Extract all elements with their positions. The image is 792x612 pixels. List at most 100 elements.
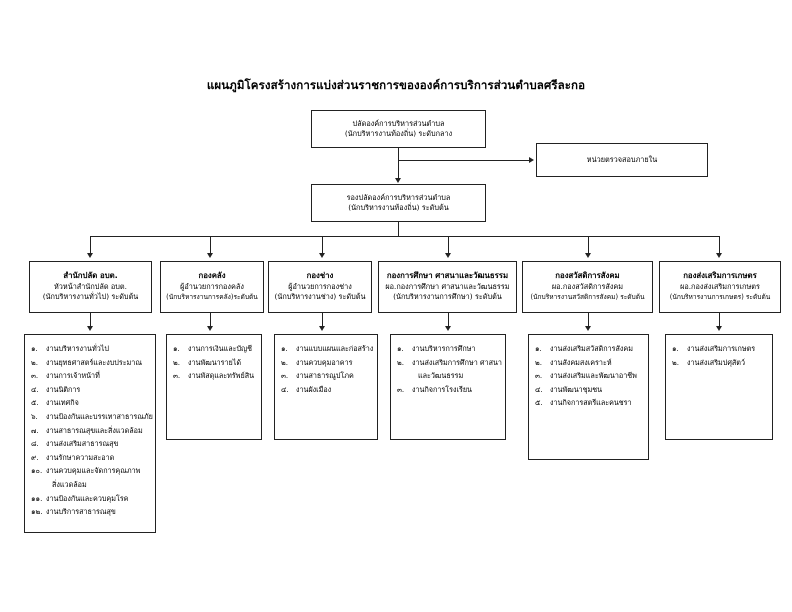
list-item-number: ๓.: [173, 371, 181, 381]
connector-bus-to-division-1: [90, 236, 91, 253]
connector-clerk-to-audit: [398, 160, 529, 161]
division-name: กองคลัง: [198, 271, 226, 281]
list-item-label: งานนิติการ: [46, 384, 81, 394]
node-clerk-line2: (นักบริหารงานท้องถิ่น) ระดับกลาง: [344, 129, 453, 138]
list-item-number: ๕.: [31, 398, 39, 408]
connector-division-1-to-tasks: [90, 313, 91, 326]
arrow-division-2: [206, 253, 213, 258]
connector-bus-to-division-3: [322, 236, 323, 253]
arrow-division-1: [86, 253, 93, 258]
list-item: ๓. งานการเจ้าหน้าที่: [31, 369, 150, 383]
division-name: สำนักปลัด อบต.: [63, 271, 118, 281]
list-item-label: งานส่งเสริมและพัฒนาอาชีพ: [550, 371, 637, 381]
list-item-label: งานบริหารการศึกษา: [412, 344, 476, 353]
list-item-continuation: สิ่งแวดล้อม: [52, 479, 87, 489]
node-deputy-clerk-line1: รองปลัดองค์การบริหารส่วนตำบล: [346, 192, 451, 202]
list-item-continuation: และวัฒนธรรม: [418, 371, 464, 381]
list-item: ๔. งานนิติการ: [31, 383, 150, 397]
connector-division-2-to-tasks: [210, 313, 211, 326]
list-item-number: ๑.: [173, 344, 180, 353]
list-item-label: งานบริการสาธารณสุข: [46, 507, 116, 517]
connector-division-5-to-tasks: [588, 313, 589, 326]
task-list-samnakpalat: ๑.งานบริหารงานทั่วไป ๒.งานยุทธศาสตร์และง…: [24, 334, 156, 533]
list-item: ๘. งานส่งเสริมสาธารณสุข: [31, 437, 150, 451]
arrow-tasks-5: [584, 326, 591, 331]
arrow-tasks-1: [86, 326, 93, 331]
arrow-division-5: [584, 253, 591, 258]
list-item-label: งานรักษาความสะอาด: [46, 452, 115, 462]
list-item-number: ๘.: [31, 439, 39, 449]
list-item-number: ๑๒.: [31, 507, 43, 517]
list-item: ๓.งานพัสดุและทรัพย์สิน: [173, 369, 256, 383]
list-item: ๑. งานการเงินและบัญชี: [173, 342, 256, 356]
node-clerk: ปลัดองค์การบริหารส่วนตำบล (นักบริหารงานท…: [311, 110, 486, 148]
list-item: ๓.งานสาธารณูปโภค: [281, 369, 372, 383]
list-item-number: ๒.: [173, 357, 181, 367]
list-item-number: ๓.: [31, 371, 39, 381]
list-item-number: ๖.: [31, 411, 38, 421]
list-item-label: งานการเจ้าหน้าที่: [46, 371, 100, 381]
connector-bus-to-division-4: [448, 236, 449, 253]
list-item-number: ๑.: [31, 344, 38, 353]
arrow-division-6: [715, 253, 722, 258]
list-item-label: งานพัฒนารายได้: [188, 357, 242, 367]
list-item-number: ๑.: [281, 344, 288, 353]
division-name: กองช่าง: [306, 271, 334, 281]
list-item: ๓.งานกิจการโรงเรียน: [397, 383, 500, 397]
list-item: ๒.งานส่งเสริมปศุสัตว์: [672, 356, 767, 370]
list-item: ๑๐.งานควบคุมและจัดการคุณภาพ: [31, 464, 150, 478]
list-item-number: ๑๑.: [31, 493, 43, 503]
list-item-number: ๓.: [281, 371, 289, 381]
list-item-number: ๑.: [535, 344, 542, 353]
list-item: ๕.งานเทศกิจ: [31, 396, 150, 410]
list-item-label: งานกิจการสตรีและคนชรา: [550, 398, 632, 408]
node-clerk-line1: ปลัดองค์การบริหารส่วนตำบล: [352, 118, 445, 128]
division-header-kongsongsermkaset: กองส่งเสริมการเกษตร ผอ.กองส่งเสริมการเกษ…: [659, 261, 781, 313]
list-item-label: งานแบบแผนและก่อสร้าง: [296, 344, 374, 353]
list-item: ๒. งานพัฒนารายได้: [173, 356, 256, 370]
division-header-kongklang: กองคลัง ผู้อำนวยการกองคลัง (นักบริหารงาน…: [160, 261, 264, 313]
division-head: ผู้อำนวยการกองช่าง: [288, 281, 352, 291]
list-item-number: ๒.: [535, 357, 543, 367]
division-rank: (นักบริหารงานการเกษตร) ระดับต้น: [669, 293, 771, 302]
list-item: ๖.งานป้องกันและบรรเทาสาธารณภัย: [31, 410, 153, 424]
list-item-label: งานควบคุมอาคาร: [296, 357, 353, 367]
list-item-label: งานการเงินและบัญชี: [188, 344, 253, 353]
list-item-number: ๔.: [31, 384, 39, 394]
division-head: หัวหน้าสำนักปลัด อบต.: [54, 281, 127, 291]
connector-bus-to-division-2: [210, 236, 211, 253]
task-list-kongklang: ๑. งานการเงินและบัญชี ๒. งานพัฒนารายได้ ๓.…: [166, 334, 262, 440]
list-item: ๕.งานกิจการสตรีและคนชรา: [535, 396, 643, 410]
connector-division-3-to-tasks: [322, 313, 323, 326]
node-internal-audit-label: หน่วยตรวจสอบภายใน: [586, 154, 658, 164]
list-item: ๑. งานส่งเสริมสวัสดิการสังคม: [535, 342, 643, 356]
node-internal-audit: หน่วยตรวจสอบภายใน: [536, 143, 708, 177]
task-list-kongsongsermkaset: ๑. งานส่งเสริมการเกษตร ๒.งานส่งเสริมปศุสั…: [665, 334, 773, 440]
arrow-division-3: [318, 253, 325, 258]
arrow-clerk-to-audit: [529, 156, 534, 163]
list-item: ๑. งานส่งเสริมการเกษตร: [672, 342, 767, 356]
list-item-label: งานส่งเสริมปศุสัตว์: [687, 357, 746, 367]
list-item: ๒.งานส่งเสริมการศึกษา ศาสนา: [397, 356, 502, 370]
list-item: ๗.งานสาธารณสุขและสิ่งแวดล้อม: [31, 424, 150, 438]
list-item: ๔.งานผังเมือง: [281, 383, 372, 397]
list-item-label: งานส่งเสริมการเกษตร: [687, 344, 756, 353]
list-item-label: งานบริหารงานทั่วไป: [46, 344, 109, 353]
list-item-label: งานสังคมสงเคราะห์: [550, 357, 612, 367]
division-header-kongkansuksa: กองการศึกษา ศาสนาและวัฒนธรรม ผอ.กองการศึ…: [378, 261, 517, 313]
list-item: ๑.งานบริหารการศึกษา: [397, 342, 500, 356]
list-item-label: งานส่งเสริมสวัสดิการสังคม: [550, 344, 633, 353]
arrow-tasks-4: [444, 326, 451, 331]
list-item-label: งานส่งเสริมสาธารณสุข: [46, 439, 119, 449]
list-item-number: ๗.: [31, 425, 39, 435]
division-head: ผู้อำนวยการกองคลัง: [180, 281, 244, 291]
arrow-tasks-2: [206, 326, 213, 331]
connector-division-4-to-tasks: [448, 313, 449, 326]
list-item-label: งานผังเมือง: [296, 384, 332, 394]
list-item: ๑๒.งานบริการสาธารณสุข: [31, 505, 150, 519]
division-rank: (นักบริหารงานสวัสดิการสังคม) ระดับต้น: [530, 293, 645, 302]
list-item-number: ๑.: [672, 344, 679, 353]
connector-division-bus: [90, 236, 719, 237]
list-item-label: งานส่งเสริมการศึกษา ศาสนา: [412, 357, 502, 367]
